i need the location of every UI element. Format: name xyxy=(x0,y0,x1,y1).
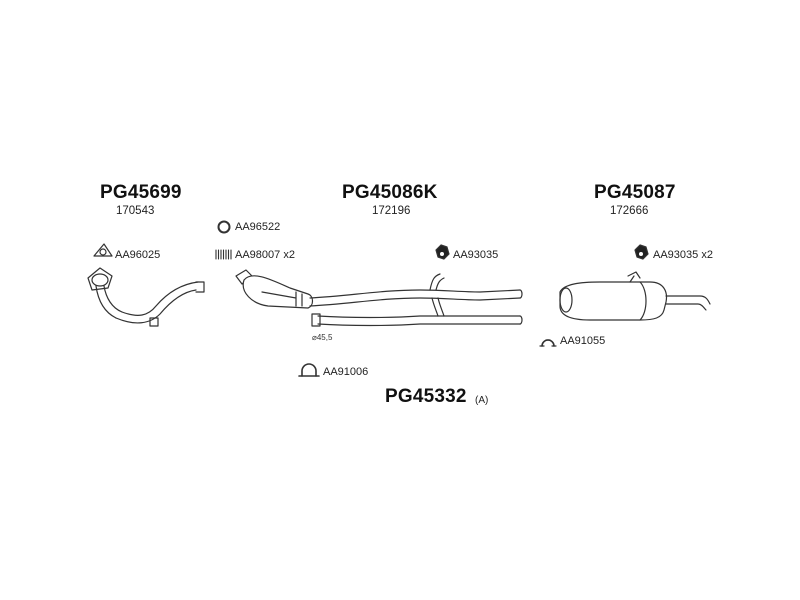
accessory-label-aa96522: AA96522 xyxy=(235,221,281,233)
kit-suffix: (A) xyxy=(475,395,489,406)
ring-icon xyxy=(217,220,231,234)
pipe-diameter-label: ⌀45,5 xyxy=(312,333,333,342)
front-pipe-drawing xyxy=(87,267,205,327)
rear-silencer-drawing xyxy=(559,271,711,321)
accessory-label-aa96025: AA96025 xyxy=(115,249,161,261)
kit-code-pg45332: PG45332 xyxy=(385,386,467,407)
nut-icon xyxy=(634,244,649,260)
catalyst-pipe-drawing xyxy=(235,269,523,327)
oem-number-170543: 170543 xyxy=(116,205,155,217)
accessory-label-aa93035-right: AA93035 x2 xyxy=(653,249,713,261)
accessory-label-aa93035-mid: AA93035 xyxy=(453,249,499,261)
part-code-pg45086k: PG45086K xyxy=(342,182,438,203)
spring-icon xyxy=(215,249,232,260)
nut-icon xyxy=(435,244,450,260)
u-bolt-icon xyxy=(298,363,320,377)
oem-number-172196: 172196 xyxy=(372,205,411,217)
accessory-label-aa98007: AA98007 x2 xyxy=(235,249,295,261)
accessory-label-aa91006: AA91006 xyxy=(323,366,369,378)
part-code-pg45087: PG45087 xyxy=(594,182,676,203)
oem-number-172666: 172666 xyxy=(610,205,649,217)
gasket-icon xyxy=(93,243,113,257)
clamp-icon xyxy=(539,339,557,347)
part-code-pg45699: PG45699 xyxy=(100,182,182,203)
accessory-label-aa91055: AA91055 xyxy=(560,335,606,347)
